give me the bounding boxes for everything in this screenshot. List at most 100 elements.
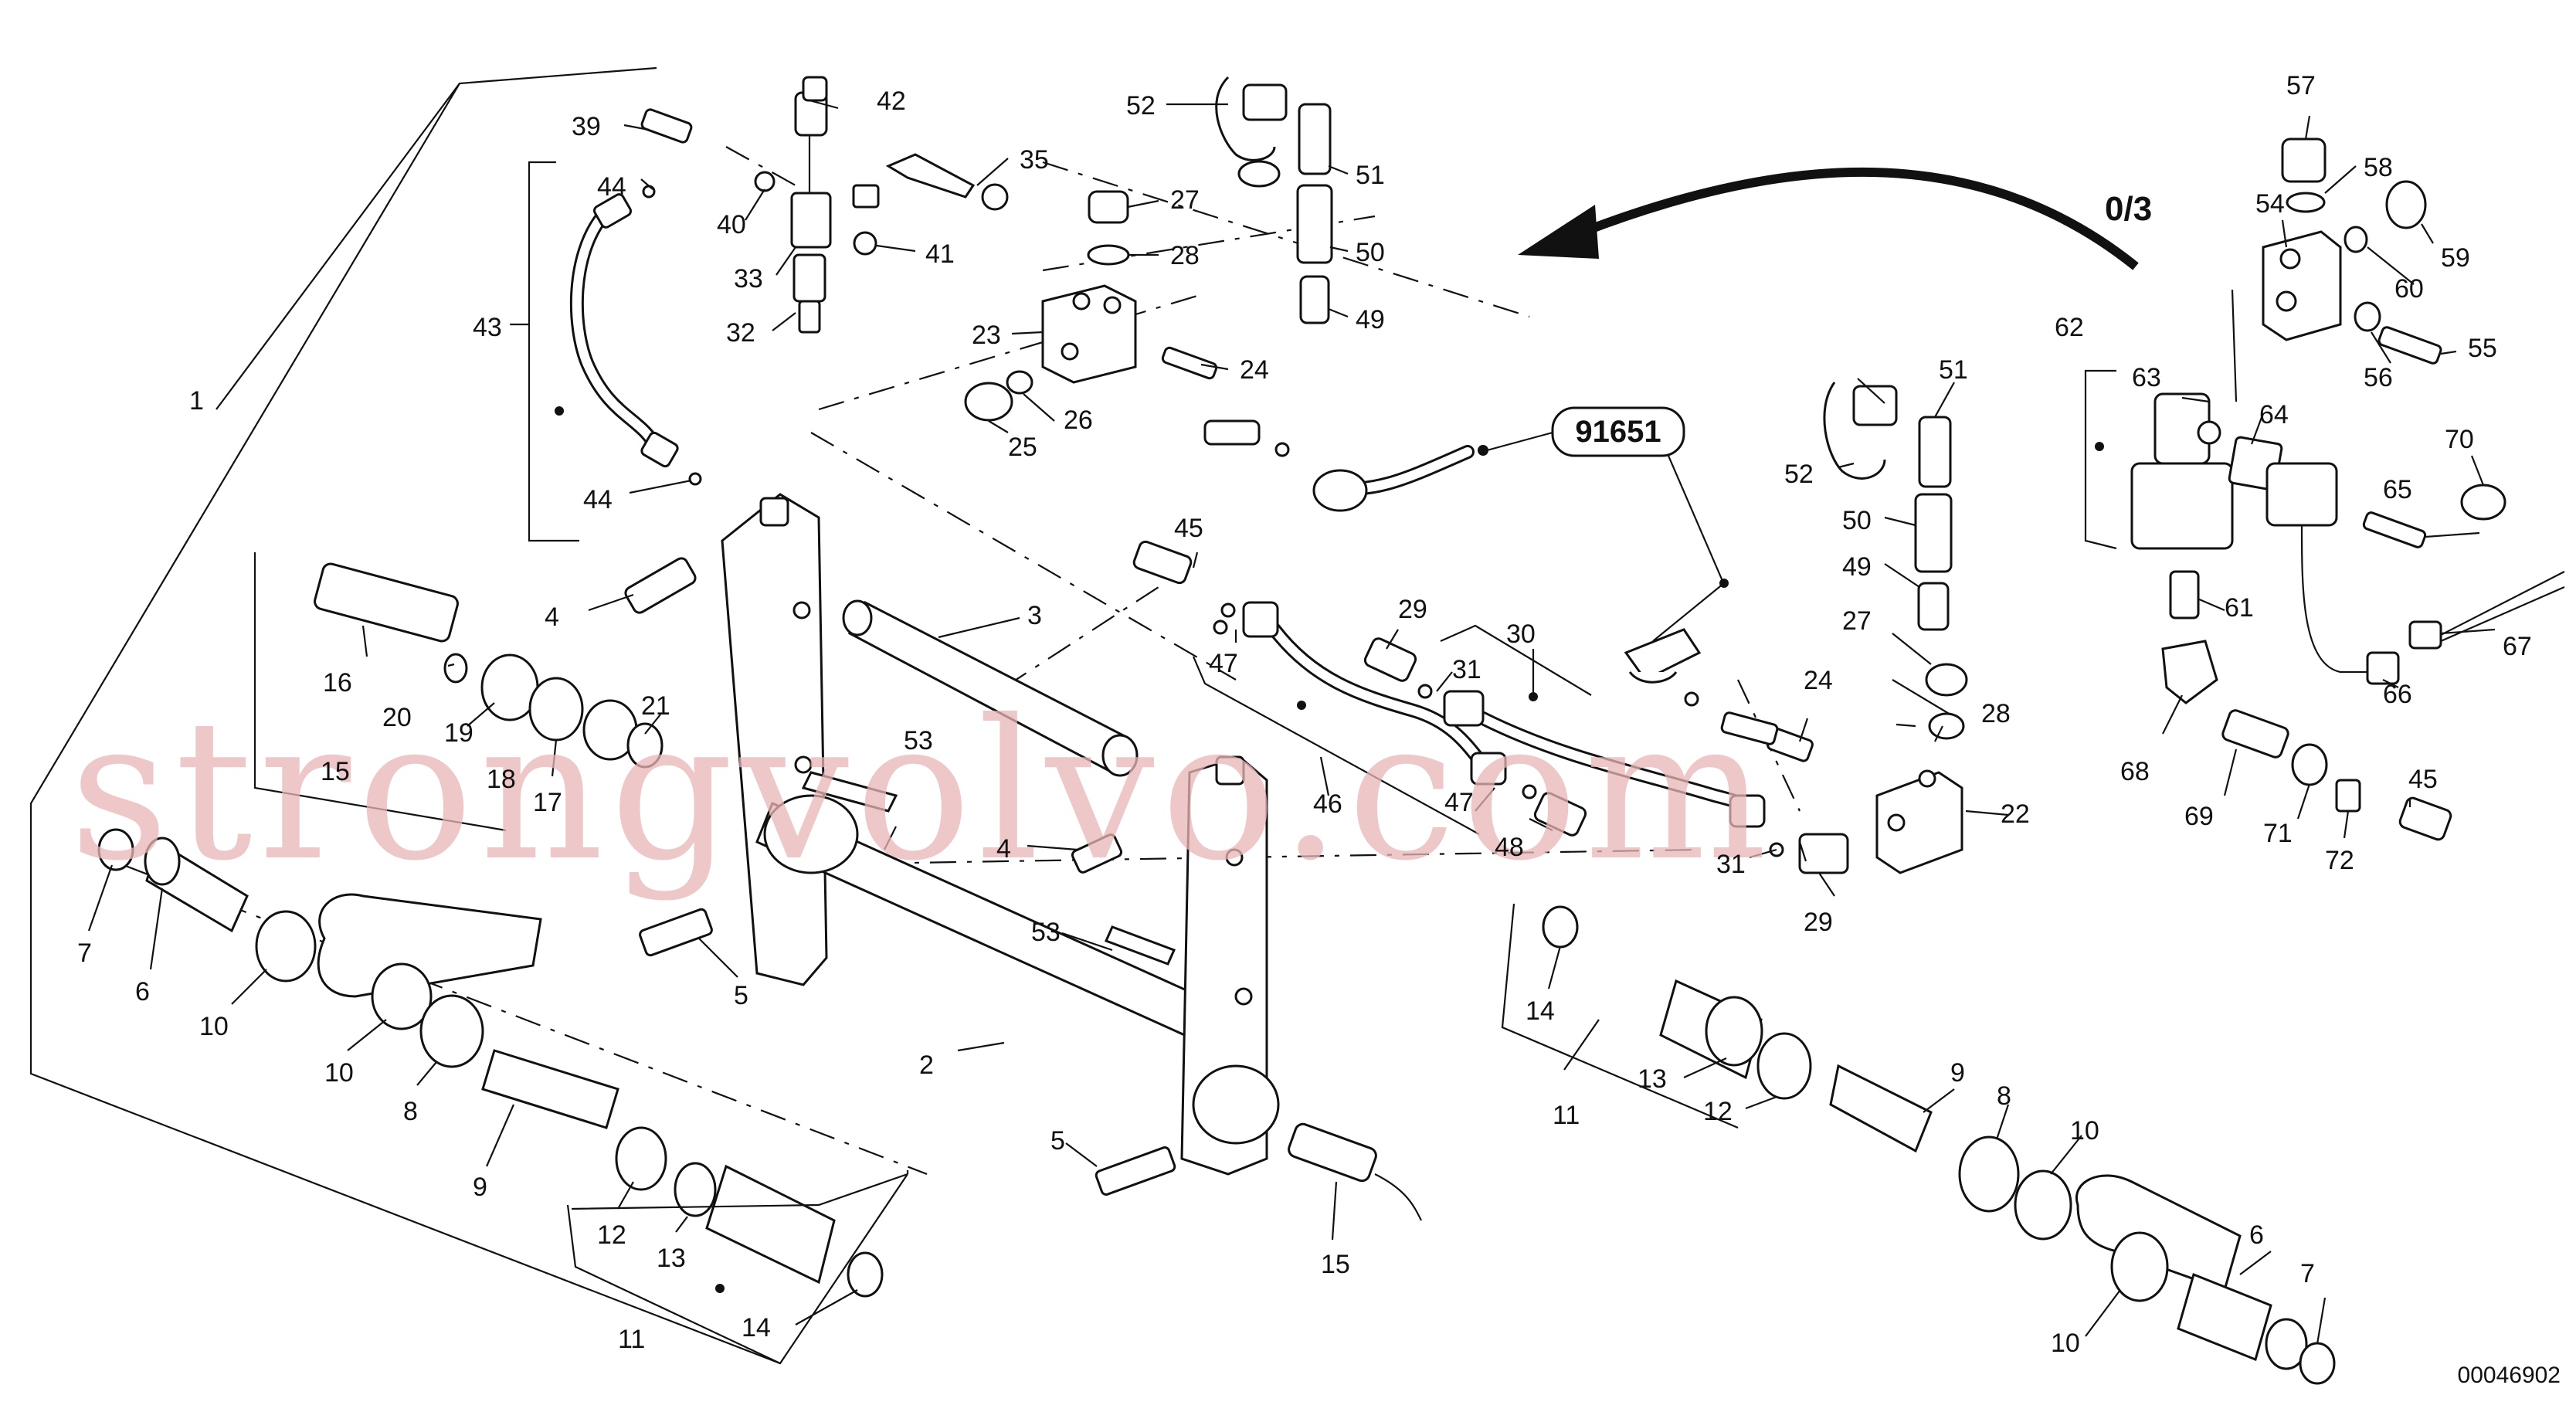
label-31-bottom: 31 [1716,850,1746,879]
label-12-right: 12 [1703,1097,1733,1126]
label-32: 32 [726,318,755,348]
label-4-bottom: 4 [996,834,1011,864]
pin-group-left [97,828,908,1364]
frame-2 [721,493,1280,1176]
label-11-right: 11 [1553,1101,1580,1130]
label-52-top: 52 [1126,91,1156,120]
label-9-right: 9 [1950,1058,1965,1088]
cylinder-15-bottom [1288,1122,1422,1221]
label-52-right: 52 [1784,460,1814,489]
label-24-right: 24 [1804,666,1833,695]
label-28-top: 28 [1170,241,1200,270]
solenoid-group [2084,137,2565,841]
reference-callout-box [1551,406,1685,457]
reference-code: 91651 [1575,415,1661,449]
label-8-left: 8 [403,1097,418,1126]
label-45-mid: 45 [1174,514,1203,543]
label-26: 26 [1064,406,1093,435]
label-39: 39 [572,112,601,141]
label-8-right: 8 [1997,1081,2011,1111]
label-48: 48 [1495,833,1524,862]
cylinder-group-15 [253,552,664,832]
label-22: 22 [2001,799,2030,829]
label-49-top: 49 [1356,305,1385,334]
label-42: 42 [877,87,906,116]
label-31-top: 31 [1452,655,1481,684]
label-67: 67 [2503,632,2532,661]
label-17: 17 [533,788,562,817]
label-40: 40 [717,210,746,239]
label-66: 66 [2383,680,2412,709]
label-62: 62 [2055,313,2084,342]
label-10-right-bottom: 10 [2051,1329,2080,1358]
label-16: 16 [323,668,352,698]
valve-block-22 [1624,628,1968,874]
label-69: 69 [2184,802,2214,831]
label-71: 71 [2263,819,2293,848]
label-63: 63 [2132,363,2161,392]
drawing-number: 00046902 [2458,1363,2561,1388]
label-55: 55 [2468,334,2497,363]
assembly-outline-1 [29,66,909,1365]
pin-53 [801,771,1176,966]
label-49-right: 49 [1842,552,1872,582]
hose-group-30-46 [1132,540,1766,837]
label-46: 46 [1313,789,1342,819]
label-11-left: 11 [618,1325,645,1354]
fittings-49-52-top [1215,76,1333,324]
label-57: 57 [2286,71,2316,100]
label-60: 60 [2394,274,2424,304]
watermark: strongvolvo.com [70,678,1773,903]
label-6-left: 6 [135,977,150,1006]
label-7-left: 7 [77,939,92,968]
label-50-top: 50 [1356,238,1385,267]
label-58: 58 [2364,153,2393,182]
label-9-left: 9 [473,1173,487,1202]
label-27-top: 27 [1170,185,1200,215]
label-72: 72 [2325,846,2354,875]
label-21: 21 [641,691,670,721]
label-25: 25 [1008,433,1037,462]
label-29-top: 29 [1398,595,1427,624]
label-14-right: 14 [1526,996,1555,1026]
label-68: 68 [2120,757,2150,786]
variant-label: 0/3 [2105,190,2152,228]
label-43: 43 [473,313,502,342]
variant-arrow [1518,167,2139,270]
label-45-right: 45 [2408,765,2438,794]
part-labels: 39 42 35 44 40 41 33 32 43 44 27 28 23 2… [77,71,2532,1358]
valve-block-33 [640,76,1009,334]
label-20: 20 [382,703,412,732]
label-59: 59 [2441,243,2470,273]
label-10-left-bottom: 10 [324,1058,354,1088]
label-35: 35 [1020,145,1049,175]
hose-group-43 [510,161,702,542]
label-18: 18 [487,765,516,794]
label-53-bottom: 53 [1031,918,1061,947]
label-41: 41 [925,239,955,269]
bolts-4-5 [624,557,1176,1196]
valve-block-23 [964,190,1290,457]
label-5-bottom: 5 [1050,1126,1065,1156]
label-23: 23 [972,321,1001,350]
label-44-top: 44 [597,172,626,202]
label-65: 65 [2383,475,2412,504]
fittings-49-52-right [1823,382,1953,631]
label-10-left-top: 10 [199,1012,229,1041]
label-14-left: 14 [742,1313,771,1342]
label-4-top: 4 [545,602,559,632]
label-50-right: 50 [1842,506,1872,535]
label-53-top: 53 [904,726,933,755]
label-10-right-top: 10 [2070,1116,2099,1146]
label-2: 2 [919,1051,934,1080]
label-7-right: 7 [2300,1259,2315,1288]
label-15-left: 15 [321,757,350,786]
label-51-top: 51 [1356,161,1385,190]
label-61: 61 [2225,593,2254,623]
label-1: 1 [189,386,204,416]
label-64: 64 [2259,400,2289,429]
shaft-3 [842,599,1139,777]
label-5-top: 5 [734,981,748,1010]
label-70: 70 [2445,425,2474,454]
